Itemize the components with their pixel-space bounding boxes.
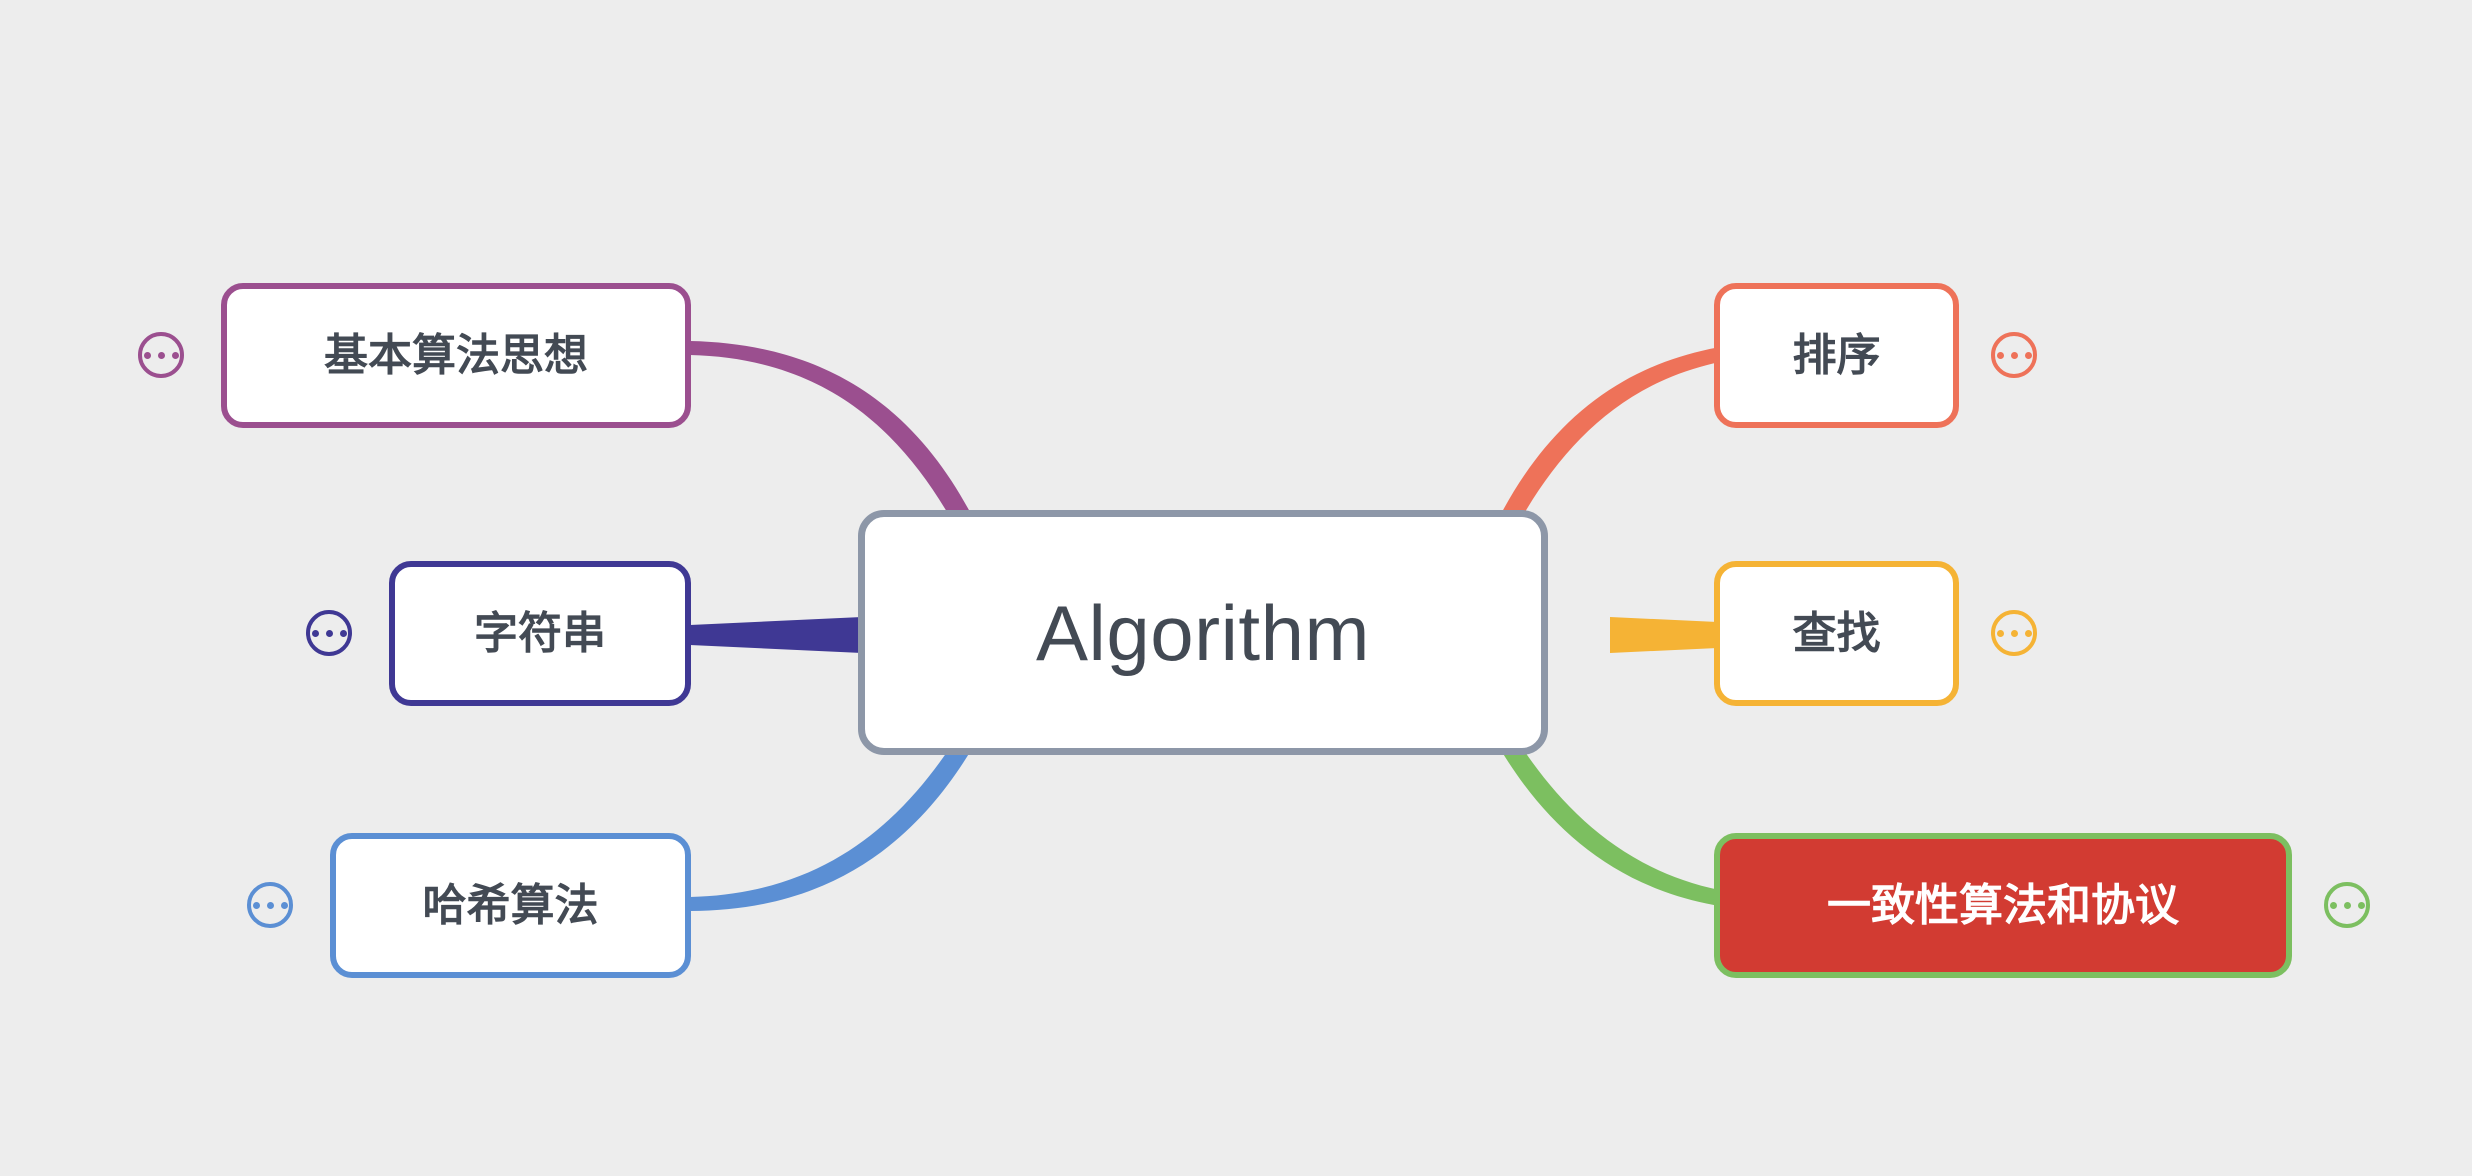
expand-toggle-basic-algorithm-ideas[interactable] [138,332,184,378]
ellipsis-dot [2024,351,2032,359]
branch-node-searching[interactable]: 查找 [1714,561,1959,706]
ellipsis-dot [2010,351,2018,359]
connector-hash-algorithm [690,752,970,911]
expand-toggle-searching[interactable] [1991,610,2037,656]
branch-node-sorting[interactable]: 排序 [1714,283,1959,428]
expand-toggle-string[interactable] [306,610,352,656]
ellipsis-dot [171,351,179,359]
ellipsis-dot [325,629,333,637]
expand-toggle-consensus[interactable] [2324,882,2370,928]
ellipsis-dot [2357,901,2365,909]
root-node-algorithm[interactable]: Algorithm [858,510,1548,755]
ellipsis-dot [1996,629,2004,637]
expand-toggle-hash-algorithm[interactable] [247,882,293,928]
branch-node-consensus[interactable]: 一致性算法和协议 [1714,833,2292,978]
ellipsis-dot [339,629,347,637]
ellipsis-dot [252,901,260,909]
ellipsis-dot [2329,901,2337,909]
ellipsis-dot [280,901,288,909]
branch-node-label-consensus: 一致性算法和协议 [1827,880,2179,930]
branch-node-label-basic-algorithm-ideas: 基本算法思想 [324,330,588,380]
branch-node-label-searching: 查找 [1792,608,1881,658]
ellipsis-dot [157,351,165,359]
ellipsis-dot [2024,629,2032,637]
branch-node-label-sorting: 排序 [1792,330,1881,380]
root-node-label: Algorithm [1036,588,1370,677]
ellipsis-dot [266,901,274,909]
expand-toggle-sorting[interactable] [1991,332,2037,378]
branch-node-hash-algorithm[interactable]: 哈希算法 [330,833,691,978]
connector-string [690,617,862,653]
connector-basic-algorithm-ideas [690,341,970,512]
branch-node-string[interactable]: 字符串 [389,561,691,706]
branch-node-label-hash-algorithm: 哈希算法 [422,880,599,930]
ellipsis-dot [2010,629,2018,637]
ellipsis-dot [1996,351,2004,359]
ellipsis-dot [143,351,151,359]
ellipsis-dot [311,629,319,637]
ellipsis-dot [2343,901,2351,909]
branch-node-basic-algorithm-ideas[interactable]: 基本算法思想 [221,283,691,428]
branch-node-label-string: 字符串 [474,608,606,658]
